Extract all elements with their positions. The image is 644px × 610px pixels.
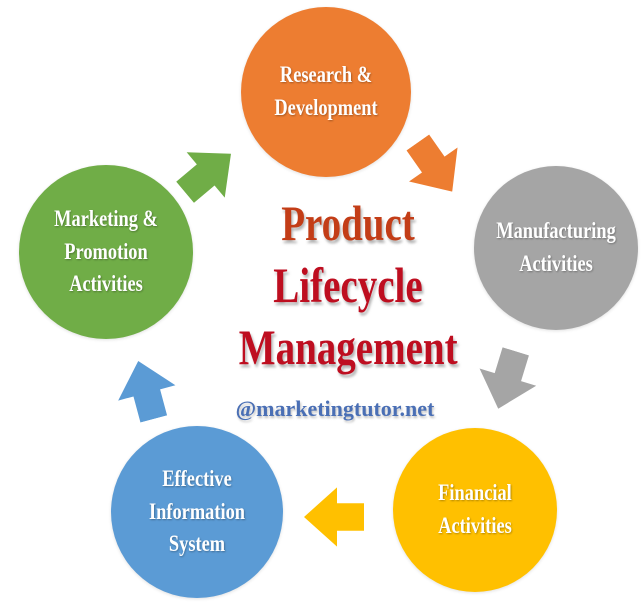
- diagram-title-line-2: Lifecycle: [273, 257, 423, 313]
- node-label-line: Activities: [69, 271, 143, 297]
- node-label-line: Effective: [162, 466, 232, 492]
- node-label-line: Marketing &: [54, 206, 158, 232]
- node-label-line: Activities: [519, 251, 593, 276]
- node-financial-activities-label: Financial Activities: [409, 477, 540, 542]
- node-marketing-promotion-activities-label: Marketing & Promotion Activities: [36, 203, 175, 301]
- node-research-development-label: Research & Development: [258, 59, 394, 124]
- financial-to-information-arrow-icon: [304, 487, 364, 547]
- diagram-title-line-1: Product: [281, 195, 415, 251]
- node-label-line: Information: [148, 498, 246, 524]
- node-effective-information-system: Effective Information System: [111, 426, 283, 598]
- node-label-line: System: [168, 531, 226, 557]
- node-label-line: Financial: [438, 480, 512, 506]
- node-financial-activities: Financial Activities: [393, 428, 557, 592]
- node-label-line: Activities: [438, 513, 512, 538]
- diagram-title: Product Lifecycle Management: [238, 192, 458, 378]
- research-to-manufacturing-arrow-icon: [406, 134, 458, 192]
- node-label-line: Promotion: [64, 238, 148, 264]
- node-manufacturing-activities: Manufacturing Activities: [474, 166, 638, 330]
- node-effective-information-system-label: Effective Information System: [128, 463, 266, 561]
- node-label-line: Manufacturing: [496, 218, 616, 244]
- watermark-text: @marketingtutor.net: [235, 396, 435, 421]
- manufacturing-to-financial-arrow-icon: [479, 347, 537, 409]
- node-research-development: Research & Development: [241, 7, 411, 177]
- information-to-marketing-arrow-icon: [118, 361, 176, 423]
- node-label-line: Development: [274, 95, 378, 120]
- node-manufacturing-activities-label: Manufacturing Activities: [490, 215, 621, 280]
- node-marketing-promotion-activities: Marketing & Promotion Activities: [19, 165, 193, 339]
- diagram-title-line-3: Management: [238, 319, 458, 375]
- node-label-line: Research &: [279, 62, 373, 88]
- marketing-to-research-arrow-icon: [176, 152, 231, 203]
